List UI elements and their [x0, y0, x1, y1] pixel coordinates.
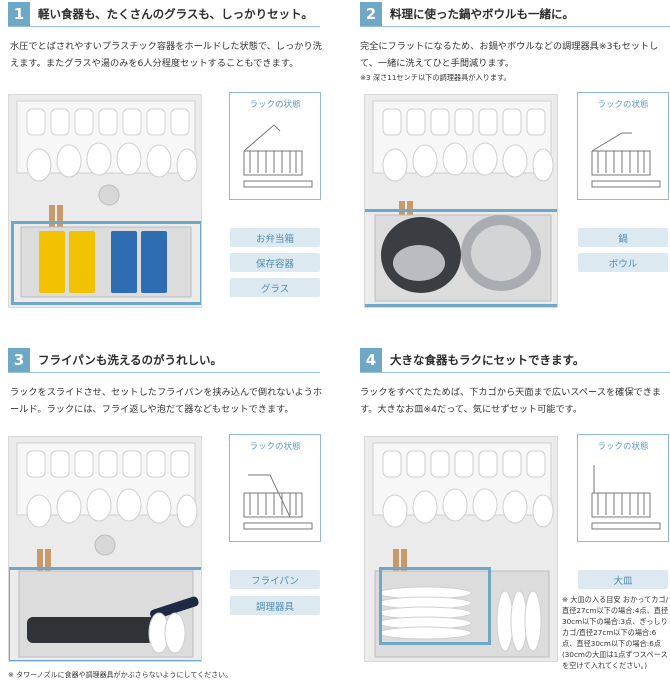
- header-rule: [360, 372, 670, 373]
- rack-state-label: ラックの状態: [597, 100, 649, 110]
- tag-frying-pan: フライパン: [230, 570, 320, 589]
- rack-state-label: ラックの状態: [249, 442, 301, 452]
- section-3: 3 フライパンも洗えるのがうれしい。 ラックをスライドさせ、セットしたフライパン…: [8, 348, 328, 668]
- tag-bowl: ボウル: [578, 253, 668, 272]
- section-title: 大きな食器もラクにセットできます。: [390, 353, 585, 367]
- section-header: 4 大きな食器もラクにセットできます。: [360, 348, 584, 372]
- section-header: 2 料理に使った鍋やボウルも一緒に。: [360, 2, 574, 26]
- dishwasher-illustration: [9, 437, 201, 661]
- rack-state-panel: ラックの状態: [229, 92, 321, 200]
- section-description: ラックをスライドさせ、セットしたフライパンを挟み込んで倒れないようホールド。ラッ…: [10, 387, 323, 415]
- section-number: 1: [8, 2, 30, 26]
- highlight-frame: [11, 221, 201, 305]
- rack-state-label: ラックの状態: [597, 442, 649, 452]
- section-1: 1 軽い食器も、たくさんのグラスも、しっかりセット。 水圧でとばされやすいプラス…: [8, 2, 328, 332]
- tag-bento-box: お弁当箱: [230, 228, 320, 247]
- dishwasher-photo: [364, 94, 558, 308]
- dishwasher-illustration: [365, 95, 557, 307]
- dishwasher-photo: [8, 436, 202, 662]
- section-number: 4: [360, 348, 382, 372]
- footnote: ※ タワーノズルに食器や調理器具がかぶさらないようにしてください。: [8, 671, 233, 679]
- rack-diagram: [243, 474, 313, 530]
- rack-state-panel: ラックの状態: [577, 92, 669, 200]
- section-note: ※3 深さ11センチ以下の調理器具が入ります。: [360, 73, 511, 82]
- section-title: フライパンも洗えるのがうれしい。: [38, 353, 222, 367]
- rack-state-label: ラックの状態: [249, 100, 301, 110]
- dishwasher-photo: [8, 94, 202, 308]
- dishwasher-illustration: [9, 95, 201, 307]
- dishwasher-illustration: [365, 437, 557, 661]
- highlight-frame: [9, 567, 201, 661]
- section-number: 3: [8, 348, 30, 372]
- section-description: ラックをすべてたためば、下カゴから天面まで広いスペースを確保できます。大きなお皿…: [360, 387, 662, 415]
- section-description: 完全にフラットになるため、お鍋やボウルなどの調理器具※3もセットして、一緒に洗え…: [360, 41, 659, 69]
- section-title: 料理に使った鍋やボウルも一緒に。: [390, 7, 574, 21]
- header-rule: [8, 26, 320, 27]
- dishwasher-photo: [364, 436, 558, 662]
- rack-diagram: [591, 465, 661, 530]
- section-number: 2: [360, 2, 382, 26]
- rack-state-panel: ラックの状態: [577, 434, 669, 542]
- section-note: ※ 大皿の入る目安 おかってカゴ/直径27cm以下の場合:4点、直径30cm以下…: [562, 595, 669, 670]
- section-title: 軽い食器も、たくさんのグラスも、しっかりセット。: [38, 7, 313, 21]
- section-4: 4 大きな食器もラクにセットできます。 ラックをすべてたためば、下カゴから天面ま…: [360, 348, 670, 680]
- section-header: 1 軽い食器も、たくさんのグラスも、しっかりセット。: [8, 2, 313, 26]
- tag-pot: 鍋: [578, 228, 668, 247]
- rack-state-panel: ラックの状態: [229, 434, 321, 542]
- section-header: 3 フライパンも洗えるのがうれしい。: [8, 348, 222, 372]
- rack-diagram: [243, 124, 313, 188]
- highlight-frame: [365, 209, 557, 307]
- highlight-frame: [379, 567, 491, 645]
- section-description: 水圧でとばされやすいプラスチック容器をホールドした状態で、しっかり洗えます。また…: [10, 41, 322, 69]
- tag-large-plate: 大皿: [578, 570, 668, 589]
- section-2: 2 料理に使った鍋やボウルも一緒に。 完全にフラットになるため、お鍋やボウルなど…: [360, 2, 670, 332]
- tag-cooking-utensils: 調理器具: [230, 596, 320, 615]
- tag-storage-container: 保存容器: [230, 253, 320, 272]
- rack-diagram: [591, 132, 661, 188]
- header-rule: [8, 372, 320, 373]
- tag-glass: グラス: [230, 278, 320, 297]
- header-rule: [360, 26, 670, 27]
